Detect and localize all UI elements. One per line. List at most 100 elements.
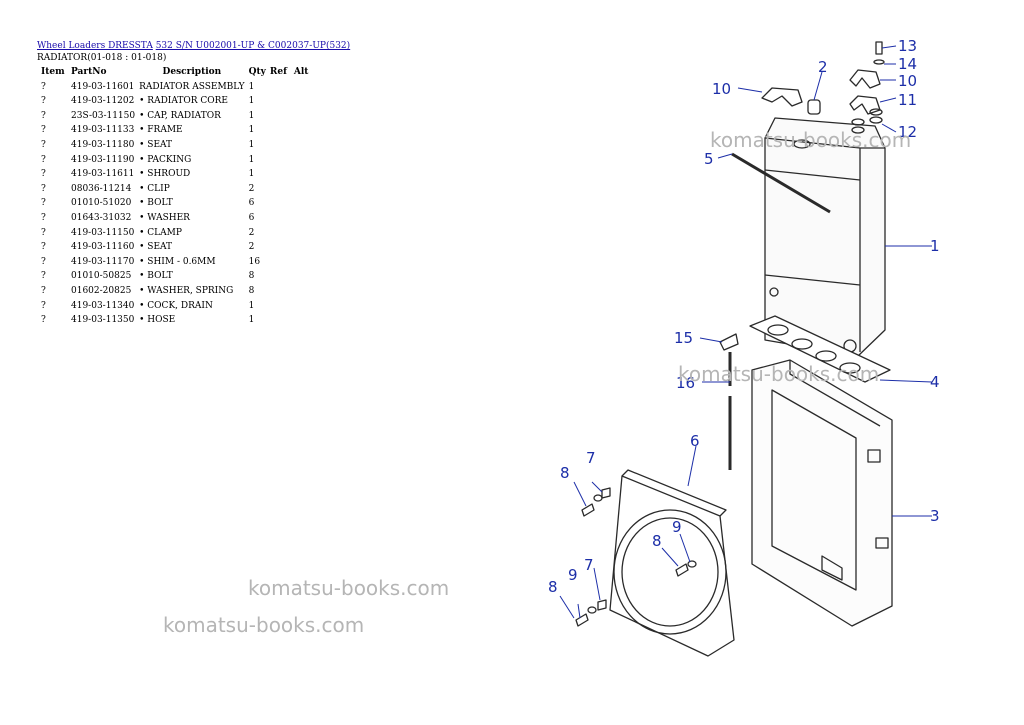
callout-13: 13 — [898, 37, 917, 55]
cell-partno: 419-03-11133 — [71, 125, 135, 136]
cell-item: ? — [41, 110, 46, 121]
callout-labels: 13 14 10 11 12 2 10 5 1 15 16 4 6 7 8 9 … — [548, 37, 940, 596]
callout-1: 1 — [930, 237, 940, 255]
cell-item: ? — [41, 271, 46, 282]
cell-partno: 419-03-11611 — [71, 169, 135, 180]
header-ref: Ref — [269, 67, 287, 77]
callout-4: 4 — [930, 373, 940, 391]
cell-qty: 1 — [248, 125, 255, 136]
cell-description: • CLIP — [139, 183, 170, 194]
cell-qty: 6 — [248, 212, 255, 223]
cell-item: ? — [41, 285, 46, 296]
table-row: ? 01602-20825 • WASHER, SPRING 8 — [37, 284, 312, 299]
cell-qty: 1 — [248, 110, 255, 121]
breadcrumb: Wheel Loaders DRESSTA 532 S/N U002001-UP… — [37, 40, 350, 52]
cell-item: ? — [41, 183, 46, 194]
cell-partno: 01602-20825 — [71, 285, 132, 296]
parts-table: Item PartNo Description Qty Ref Alt ?419… — [37, 65, 312, 328]
radiator-exploded-diagram: 13 14 10 11 12 2 10 5 1 15 16 4 6 7 8 9 … — [548, 37, 940, 657]
watermark: komatsu-books.com — [163, 613, 365, 637]
cell-item: ? — [41, 125, 46, 136]
cell-item: ? — [41, 139, 46, 150]
cell-partno: 419-03-11601 — [71, 81, 135, 92]
table-row: ? 01643-31032 • WASHER 6 — [37, 211, 312, 226]
callout-9-lower: 9 — [568, 566, 578, 584]
cell-qty: 1 — [248, 154, 255, 165]
header-qty: Qty — [248, 67, 266, 77]
cell-partno: 419-03-11170 — [71, 256, 135, 267]
cell-item: ? — [41, 212, 46, 223]
callout-6: 6 — [690, 432, 700, 450]
fasteners-drawing — [575, 487, 697, 627]
callout-2: 2 — [818, 58, 828, 76]
callout-16: 16 — [676, 374, 695, 392]
callout-8-lower: 8 — [548, 578, 558, 596]
cell-qty: 1 — [248, 139, 255, 150]
cell-item: ? — [41, 227, 46, 238]
cell-item: ? — [41, 154, 46, 165]
cell-partno: 419-03-11160 — [71, 242, 135, 253]
cell-description: • PACKING — [139, 154, 192, 165]
cell-partno: 01643-31032 — [71, 212, 132, 223]
cell-partno: 23S-03-11150 — [71, 110, 136, 121]
cell-qty: 6 — [248, 198, 255, 209]
radiator-core-drawing — [731, 99, 886, 357]
cell-description: • SHIM - 0.6MM — [139, 256, 216, 267]
cell-item: ? — [41, 96, 46, 107]
cell-partno: 419-03-11340 — [71, 300, 135, 311]
section-title: RADIATOR(01-018 : 01-018) — [37, 53, 167, 63]
cell-partno: 08036-11214 — [71, 183, 132, 194]
cell-description: • SEAT — [139, 242, 173, 253]
shroud-drawing — [609, 469, 735, 657]
cell-description: • COCK, DRAIN — [139, 300, 213, 311]
header-partno: PartNo — [71, 67, 107, 77]
cell-qty: 1 — [248, 169, 255, 180]
breadcrumb-model-link[interactable]: Wheel Loaders DRESSTA — [37, 41, 153, 51]
cell-item: ? — [41, 300, 46, 311]
drain-cock-drawing — [719, 333, 739, 470]
callout-10: 10 — [898, 72, 917, 90]
callout-10-left: 10 — [712, 80, 731, 98]
cell-description: • WASHER — [139, 212, 190, 223]
cell-description: • RADIATOR CORE — [139, 96, 228, 107]
frame-drawing — [751, 359, 893, 627]
cell-description: • BOLT — [139, 271, 173, 282]
cell-description: RADIATOR ASSEMBLY — [139, 81, 245, 92]
callout-12: 12 — [898, 123, 917, 141]
callout-8: 8 — [560, 464, 570, 482]
cell-item: ? — [41, 256, 46, 267]
cell-qty: 1 — [248, 300, 255, 311]
cell-qty: 8 — [248, 285, 255, 296]
watermark: komatsu-books.com — [248, 576, 450, 600]
cell-description: • SHROUD — [139, 169, 191, 180]
cell-description: • SEAT — [139, 139, 173, 150]
cell-item: ? — [41, 315, 46, 326]
cell-partno: 419-03-11350 — [71, 315, 135, 326]
cell-qty: 1 — [248, 96, 255, 107]
cell-qty: 1 — [248, 81, 255, 92]
cell-qty: 2 — [248, 242, 255, 253]
cell-partno: 01010-51020 — [71, 198, 132, 209]
cell-item: ? — [41, 81, 46, 92]
callout-15: 15 — [674, 329, 693, 347]
callout-7-lower: 7 — [584, 556, 594, 574]
cell-description: • WASHER, SPRING — [139, 285, 234, 296]
cell-qty: 16 — [248, 256, 261, 267]
table-row: ? 419-03-11170 • SHIM - 0.6MM 16 — [37, 255, 312, 270]
cell-item: ? — [41, 198, 46, 209]
header-description: Description — [162, 67, 222, 77]
watermark: komatsu-books.com — [678, 362, 880, 386]
breadcrumb-serial-link[interactable]: 532 S/N U002001-UP & C002037-UP(532) — [155, 41, 351, 51]
cell-description: • CLAMP — [139, 227, 182, 238]
